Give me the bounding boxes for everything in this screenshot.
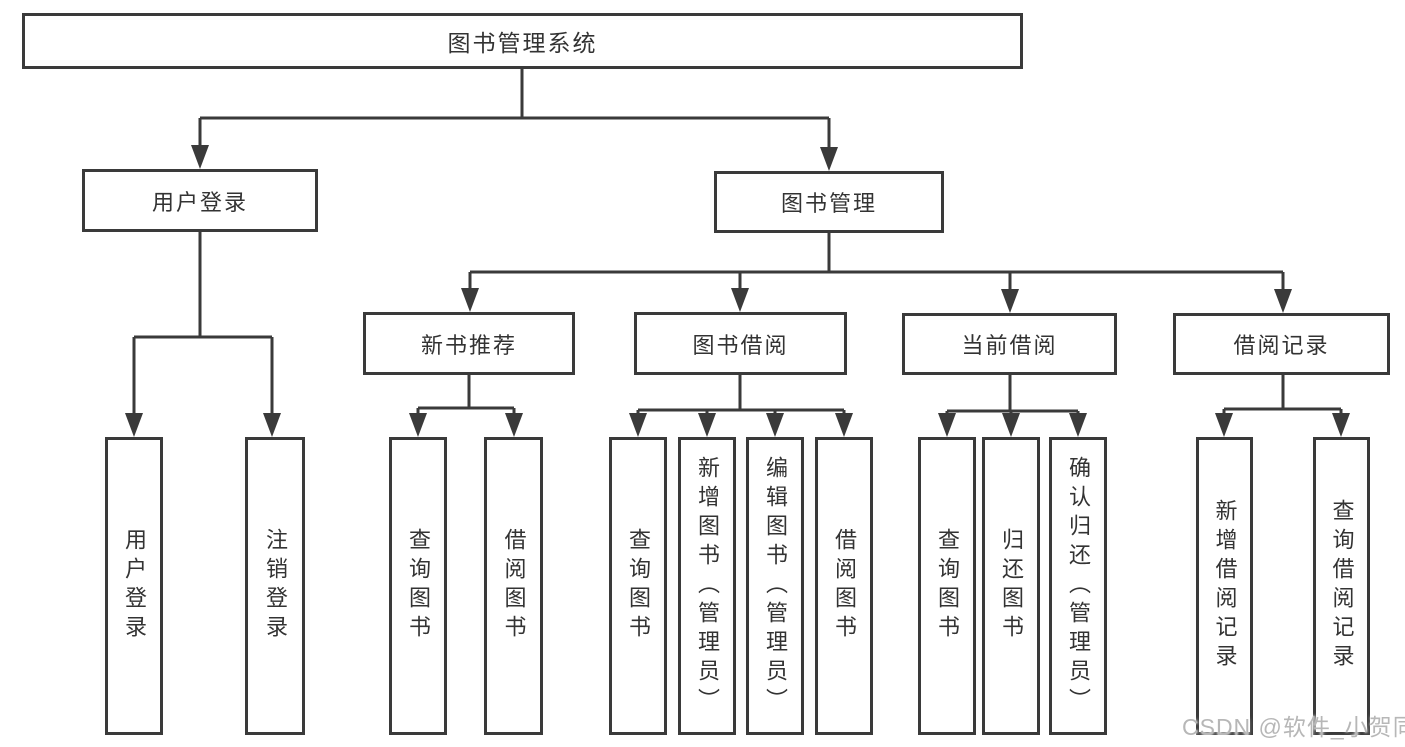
leaf-nb-query-book-label: 查询图书 xyxy=(406,528,431,644)
arrowhead-icon xyxy=(461,288,479,312)
leaf-cb-query-book: 查询图书 xyxy=(918,437,976,735)
connector-borrow-record-to-leaves xyxy=(1215,375,1350,437)
leaf-user-login-label: 用户登录 xyxy=(122,528,147,644)
arrowhead-icon xyxy=(938,413,956,437)
arrowhead-icon xyxy=(731,288,749,312)
node-book-mgmt: 图书管理 xyxy=(714,171,944,233)
leaf-cb-return-book: 归还图书 xyxy=(982,437,1040,735)
watermark: CSDN @软件_小贺同学 xyxy=(1182,714,1405,740)
node-borrow-record-label: 借阅记录 xyxy=(1233,333,1330,358)
leaf-cb-confirm-return-admin-label: 确认归还（管理员） xyxy=(1066,455,1091,717)
leaf-br-query-record-label: 查询借阅记录 xyxy=(1329,499,1355,673)
arrowhead-icon xyxy=(263,413,281,437)
leaf-cb-return-book-label: 归还图书 xyxy=(999,528,1024,644)
node-book-borrow: 图书借阅 xyxy=(634,312,847,375)
leaf-logout-label: 注销登录 xyxy=(263,528,288,644)
leaf-nb-borrow-book: 借阅图书 xyxy=(484,437,543,735)
connector-book-mgmt-to-level3 xyxy=(461,233,1292,313)
leaf-bb-borrow-book: 借阅图书 xyxy=(815,437,873,735)
arrowhead-icon xyxy=(820,147,838,171)
node-user-login-label: 用户登录 xyxy=(151,189,248,215)
arrowhead-icon xyxy=(1215,413,1233,437)
node-current-borrow: 当前借阅 xyxy=(902,313,1117,375)
leaf-bb-query-book: 查询图书 xyxy=(609,437,667,735)
leaf-br-add-record-label: 新增借阅记录 xyxy=(1212,499,1238,673)
leaf-bb-edit-book-admin-label: 编辑图书（管理员） xyxy=(763,455,788,717)
leaf-cb-query-book-label: 查询图书 xyxy=(935,528,960,644)
node-book-mgmt-label: 图书管理 xyxy=(780,191,877,216)
arrowhead-icon xyxy=(1069,413,1087,437)
arrowhead-icon xyxy=(629,413,647,437)
node-root-label: 图书管理系统 xyxy=(447,30,598,56)
leaf-bb-add-book-admin-label: 新增图书（管理员） xyxy=(695,455,720,717)
connector-user-login-to-leaves xyxy=(125,232,281,437)
node-new-book-rec: 新书推荐 xyxy=(363,312,575,375)
leaf-bb-add-book-admin: 新增图书（管理员） xyxy=(678,437,736,735)
leaf-br-query-record: 查询借阅记录 xyxy=(1313,437,1370,735)
arrowhead-icon xyxy=(1332,413,1350,437)
connector-current-borrow-to-leaves xyxy=(938,375,1087,437)
arrowhead-icon xyxy=(409,413,427,437)
leaf-br-add-record: 新增借阅记录 xyxy=(1196,437,1253,735)
leaf-user-login: 用户登录 xyxy=(105,437,163,735)
node-current-borrow-label: 当前借阅 xyxy=(961,333,1058,358)
arrowhead-icon xyxy=(125,413,143,437)
leaf-nb-query-book: 查询图书 xyxy=(389,437,447,735)
leaf-bb-borrow-book-label: 借阅图书 xyxy=(832,528,857,644)
leaf-cb-confirm-return-admin: 确认归还（管理员） xyxy=(1049,437,1107,735)
node-borrow-record: 借阅记录 xyxy=(1173,313,1390,375)
arrowhead-icon xyxy=(1274,289,1292,313)
arrowhead-icon xyxy=(1002,413,1020,437)
connector-new-book-to-leaves xyxy=(409,375,523,437)
arrowhead-icon xyxy=(191,145,209,169)
node-user-login: 用户登录 xyxy=(82,169,318,232)
leaf-logout: 注销登录 xyxy=(245,437,305,735)
leaf-bb-query-book-label: 查询图书 xyxy=(626,528,651,644)
node-root: 图书管理系统 xyxy=(22,13,1023,69)
arrowhead-icon xyxy=(698,413,716,437)
arrowhead-icon xyxy=(1001,289,1019,313)
leaf-nb-borrow-book-label: 借阅图书 xyxy=(501,528,527,644)
connector-root-to-level2 xyxy=(191,68,838,171)
leaf-bb-edit-book-admin: 编辑图书（管理员） xyxy=(746,437,804,735)
connector-book-borrow-to-leaves xyxy=(629,375,853,437)
arrowhead-icon xyxy=(835,413,853,437)
node-book-borrow-label: 图书借阅 xyxy=(692,332,789,358)
arrowhead-icon xyxy=(505,413,523,437)
arrowhead-icon xyxy=(766,413,784,437)
node-new-book-rec-label: 新书推荐 xyxy=(420,332,517,358)
